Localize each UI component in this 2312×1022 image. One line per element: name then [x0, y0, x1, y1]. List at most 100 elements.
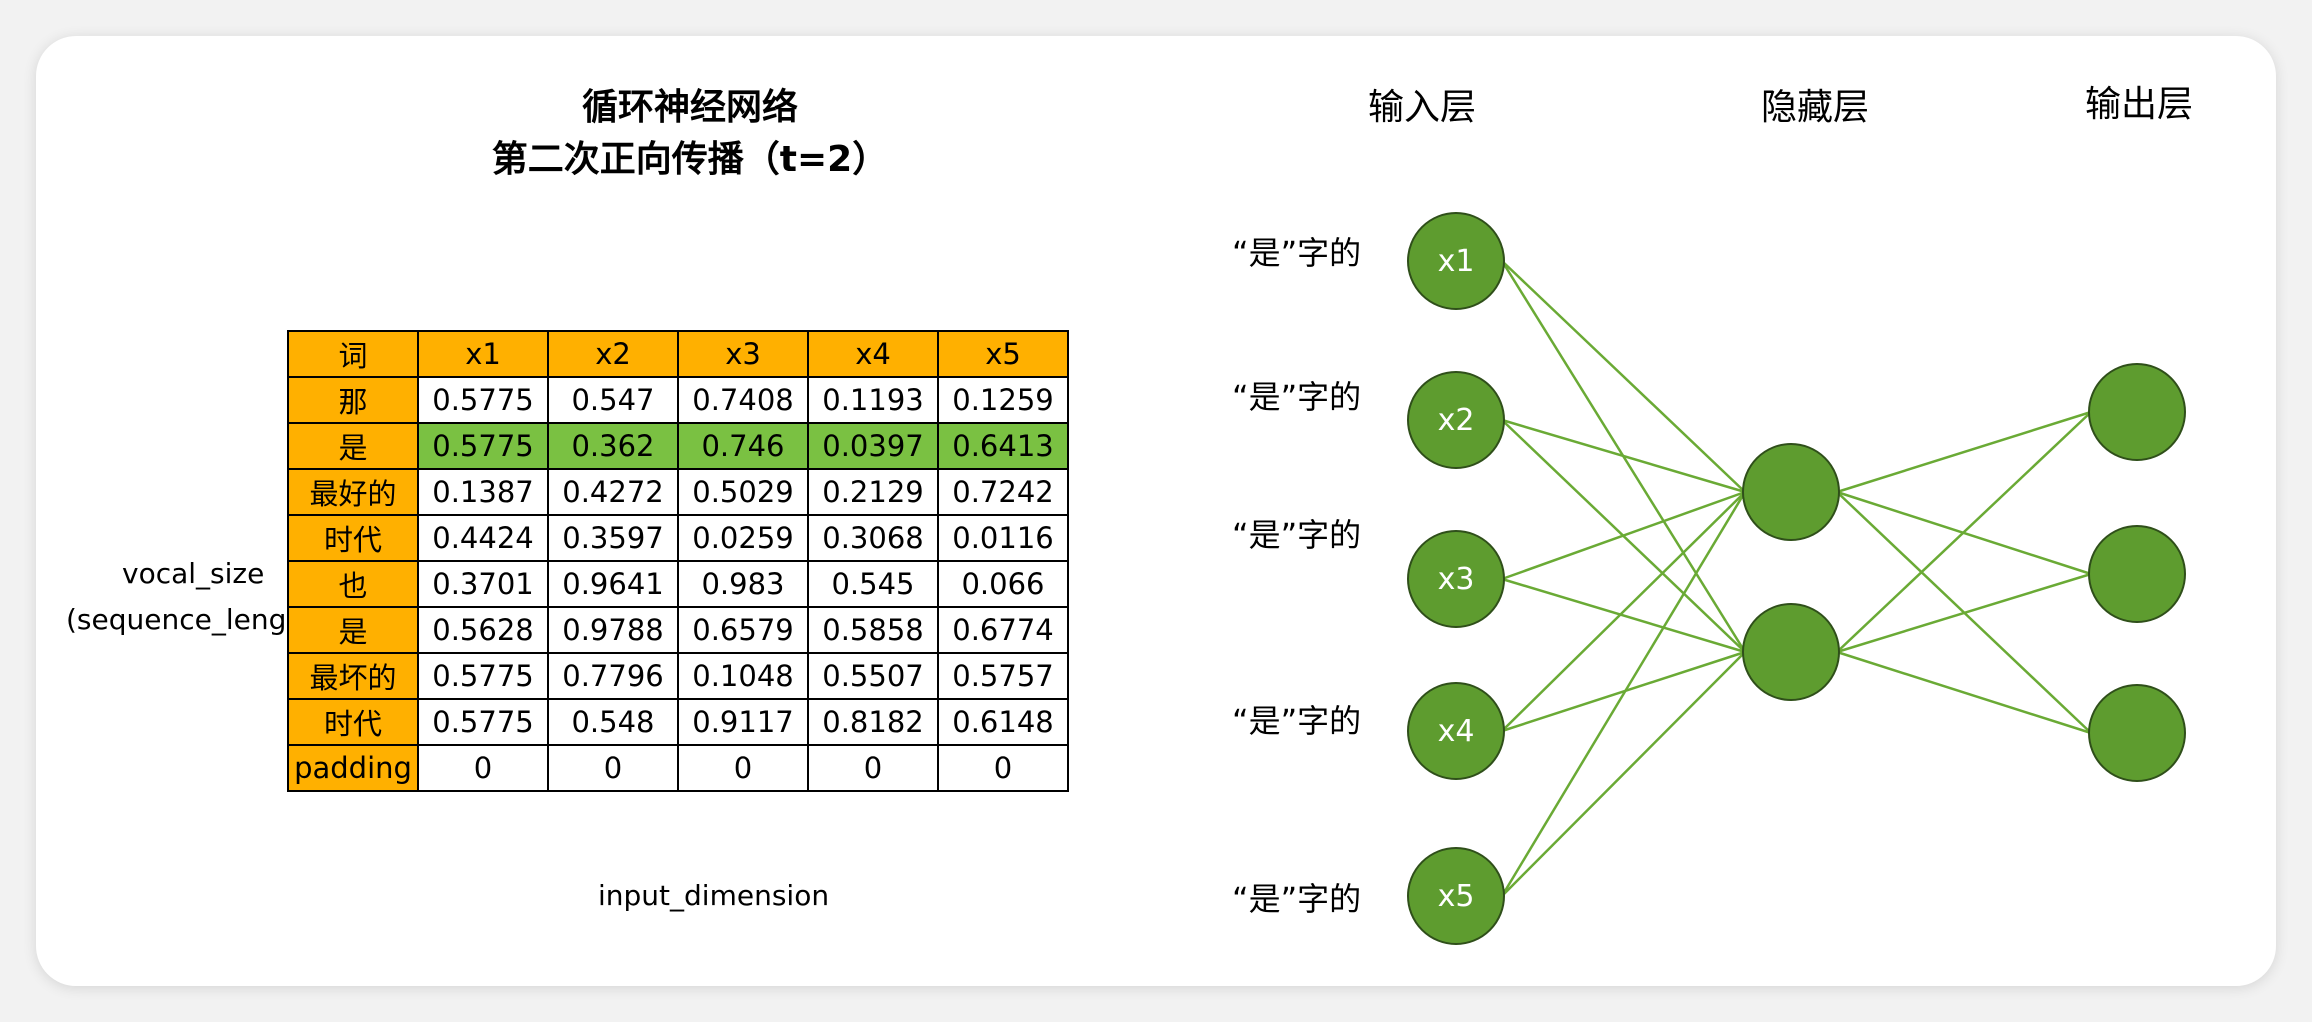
table-cell-x2: 0.547: [547, 376, 679, 424]
table-cell-x3: 0.5029: [677, 468, 809, 516]
output-node-3: [2088, 684, 2186, 782]
input-node-1: [1407, 212, 1505, 310]
row-axis-label-line-2: (sequence_length): [66, 603, 327, 636]
table-cell-x4: 0.1193: [807, 376, 939, 424]
table-cell-x5: 0.5757: [937, 652, 1069, 700]
table-row-word: 最好的: [287, 468, 419, 516]
edge-input-4-hidden-2: [1501, 650, 1746, 733]
table-header-x4: x4: [807, 330, 939, 378]
title-line-1: 循环神经网络: [581, 87, 798, 128]
table-cell-x3: 0.0259: [677, 514, 809, 562]
row-axis-label-line-1: vocal_size: [122, 557, 265, 590]
input-node-4: [1407, 682, 1505, 780]
table-cell-x3: 0.6579: [677, 606, 809, 654]
table-cell-x5: 0: [937, 744, 1069, 792]
edge-input-5-hidden-1: [1500, 491, 1747, 897]
table-cell-x4: 0.545: [807, 560, 939, 608]
input-layer-title: 输入层: [1368, 87, 1477, 128]
table-cell-x5: 0.066: [937, 560, 1069, 608]
table-cell-x4: 0.2129: [807, 468, 939, 516]
table-row-word: 那: [287, 376, 419, 424]
input-node-label: x1: [1438, 244, 1475, 279]
input-node-label: x2: [1438, 403, 1475, 438]
input-node-label: x3: [1438, 562, 1475, 597]
table-row-word: 是: [287, 606, 419, 654]
input-node-2: [1407, 371, 1505, 469]
edge-input-1-hidden-1: [1501, 260, 1746, 493]
diagram-title: 循环神经网络 第二次正向传播（t=2）: [410, 82, 970, 186]
table-row-word: 是: [287, 422, 419, 470]
table-cell-x2: 0.9641: [547, 560, 679, 608]
column-axis-label: input_dimension: [598, 879, 830, 912]
table-cell-x5: 0.6148: [937, 698, 1069, 746]
edge-input-3-hidden-1: [1501, 490, 1746, 581]
table-cell-x5: 0.7242: [937, 468, 1069, 516]
table-cell-x2: 0: [547, 744, 679, 792]
table-cell-x3: 0.9117: [677, 698, 809, 746]
hidden-node-1: [1742, 443, 1840, 541]
table-cell-x4: 0.0397: [807, 422, 939, 470]
output-node-1: [2088, 363, 2186, 461]
edge-hidden-1-output-1: [1836, 410, 2092, 494]
edge-input-5-hidden-2: [1501, 651, 1746, 897]
table-header-word: 词: [287, 330, 419, 378]
table-cell-x2: 0.548: [547, 698, 679, 746]
table-cell-x2: 0.9788: [547, 606, 679, 654]
output-layer-title: 输出层: [2085, 84, 2194, 125]
table-cell-x5: 0.0116: [937, 514, 1069, 562]
table-row-word: 时代: [287, 698, 419, 746]
table-cell-x3: 0.1048: [677, 652, 809, 700]
edge-hidden-2-output-3: [1836, 650, 2092, 735]
edge-input-3-hidden-2: [1501, 577, 1746, 654]
table-row-word: 时代: [287, 514, 419, 562]
table-cell-x3: 0.7408: [677, 376, 809, 424]
hidden-node-2: [1742, 603, 1840, 701]
table-cell-x5: 0.6413: [937, 422, 1069, 470]
table-cell-x1: 0.5775: [417, 422, 549, 470]
output-node-2: [2088, 525, 2186, 623]
input-node-3: [1407, 530, 1505, 628]
title-line-2: 第二次正向传播（t=2）: [491, 139, 889, 180]
table-cell-x1: 0: [417, 744, 549, 792]
table-header-x2: x2: [547, 330, 679, 378]
table-cell-x5: 0.1259: [937, 376, 1069, 424]
input-node-label: x4: [1438, 714, 1475, 749]
table-cell-x1: 0.4424: [417, 514, 549, 562]
edge-input-2-hidden-1: [1501, 418, 1746, 494]
table-row-word: 最坏的: [287, 652, 419, 700]
table-cell-x4: 0.3068: [807, 514, 939, 562]
input-node-side-label: “是”字的: [1232, 378, 1362, 416]
input-node-side-label: “是”字的: [1232, 234, 1362, 272]
table-row-word: 也: [287, 560, 419, 608]
input-node-side-label: “是”字的: [1232, 702, 1362, 740]
table-header-row: 词 x1 x2 x3 x4 x5: [287, 330, 1069, 378]
table-row-word: padding: [287, 744, 419, 792]
network-edges: [1500, 260, 2092, 897]
input-node-side-label: “是”字的: [1232, 880, 1362, 918]
hidden-layer-title: 隐藏层: [1761, 87, 1870, 128]
table-cell-x5: 0.6774: [937, 606, 1069, 654]
table-cell-x2: 0.7796: [547, 652, 679, 700]
input-node-side-label: “是”字的: [1232, 516, 1362, 554]
table-header-x5: x5: [937, 330, 1069, 378]
edge-input-4-hidden-1: [1501, 491, 1746, 732]
table-cell-x1: 0.5628: [417, 606, 549, 654]
edge-hidden-2-output-1: [1836, 411, 2092, 653]
table-cell-x1: 0.3701: [417, 560, 549, 608]
table-header-x1: x1: [417, 330, 549, 378]
edge-hidden-2-output-2: [1836, 572, 2092, 654]
table-cell-x1: 0.1387: [417, 468, 549, 516]
table-cell-x4: 0: [807, 744, 939, 792]
table-cell-x1: 0.5775: [417, 652, 549, 700]
